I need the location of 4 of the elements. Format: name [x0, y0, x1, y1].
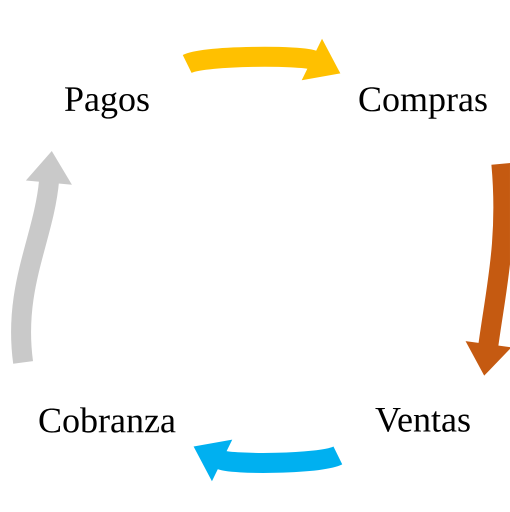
cycle-label: Pagos [65, 87, 149, 119]
cycle-label: Ventas [375, 408, 470, 432]
cycle-label: Compras [359, 87, 487, 119]
cycle-label: Cobranza [40, 407, 176, 433]
